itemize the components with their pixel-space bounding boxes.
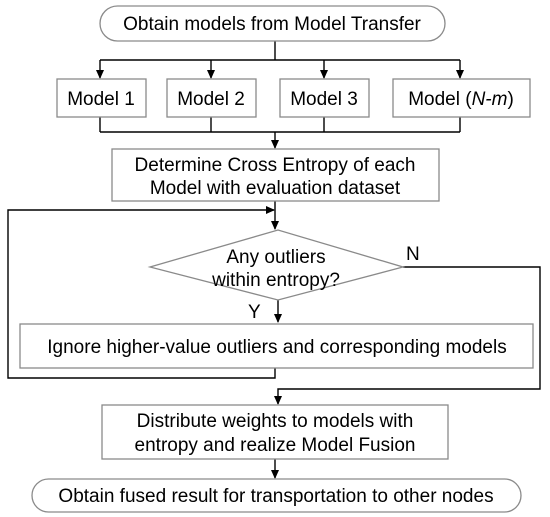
yes-label: Y: [248, 302, 261, 323]
cross-entropy-line1: Determine Cross Entropy of each: [135, 155, 416, 176]
start-label: Obtain models from Model Transfer: [123, 14, 421, 35]
cross-entropy-box: Determine Cross Entropy of each Model wi…: [111, 148, 440, 202]
cross-entropy-line2: Model with evaluation dataset: [150, 178, 401, 199]
end-label: Obtain fused result for transportation t…: [58, 486, 493, 507]
ignore-label: Ignore higher-value outliers and corresp…: [47, 337, 506, 358]
start-node: Obtain models from Model Transfer: [99, 5, 446, 42]
model-box-1: Model 1: [56, 78, 147, 118]
model-1-label: Model 1: [67, 89, 135, 110]
connectors: [7, 41, 541, 479]
decision-line2: within entropy?: [211, 270, 340, 291]
model-n-m-label: Model (N-m): [408, 89, 514, 110]
distribute-line1: Distribute weights to models with: [137, 411, 414, 432]
ignore-box: Ignore higher-value outliers and corresp…: [19, 323, 534, 369]
model-2-label: Model 2: [177, 89, 245, 110]
end-node: Obtain fused result for transportation t…: [31, 478, 522, 513]
decision-node: Any outliers within entropy?: [147, 229, 406, 301]
distribute-line2: entropy and realize Model Fusion: [135, 435, 416, 456]
decision-line1: Any outliers: [226, 247, 325, 268]
distribute-box: Distribute weights to models with entrop…: [101, 404, 449, 460]
model-3-label: Model 3: [290, 89, 358, 110]
model-box-2: Model 2: [166, 78, 257, 118]
model-box-3: Model 3: [279, 78, 370, 118]
no-label: N: [406, 244, 420, 265]
model-box-n-m: Model (N-m): [392, 78, 531, 118]
